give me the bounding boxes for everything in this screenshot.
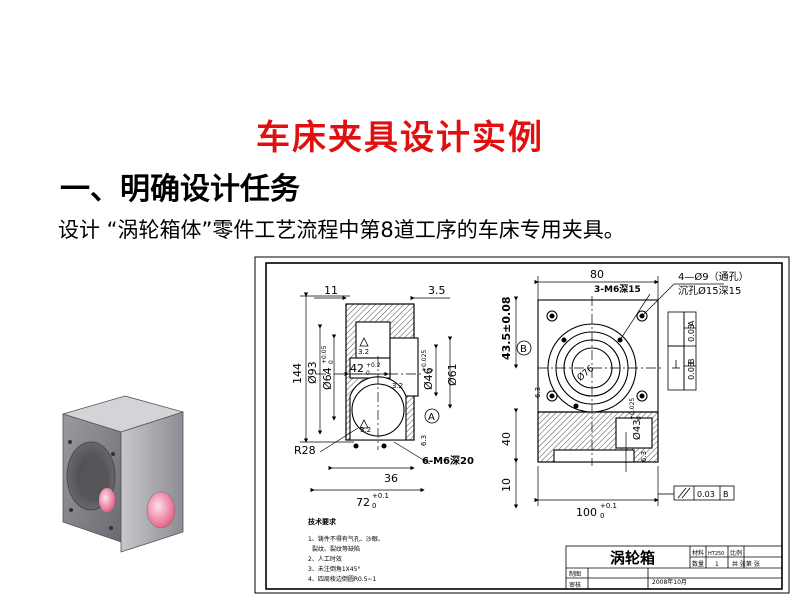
roughness-label: 6.3 xyxy=(640,451,648,462)
notes-line: 1、铸件不得有气孔、沙眼、 xyxy=(308,535,384,543)
housing-isometric-image xyxy=(61,395,185,553)
tol-value-b: 0.03 xyxy=(687,362,696,380)
iso-bolt-hole xyxy=(69,508,73,512)
scale-label: 比例 xyxy=(730,549,742,557)
dim-43-5: 43.5±0.08 xyxy=(500,297,513,361)
qty-value: 1 xyxy=(715,561,719,568)
iso-bolt-hole xyxy=(111,452,115,456)
title-block xyxy=(565,545,783,590)
dim-144: 144 xyxy=(291,363,304,384)
dim-phi43-tol-low: 0 xyxy=(636,416,643,420)
material-value: HT250 xyxy=(708,551,724,557)
task-description: 设计 “涡轮箱体”零件工艺流程中第8道工序的车床专用夹具。 xyxy=(58,218,625,242)
tol-datum-a: A xyxy=(687,320,696,326)
datum-a-marker xyxy=(424,408,440,424)
roughness-label: 3.2 xyxy=(358,348,369,356)
iso-pink-bore xyxy=(146,491,176,529)
dim-72-tol-low: 0 xyxy=(372,502,376,510)
dim-phi61: Ø61 xyxy=(446,363,459,386)
dim-100: 100 xyxy=(576,506,597,519)
datum-b-marker xyxy=(516,340,532,356)
notes-line: 2、人工时效 xyxy=(308,555,342,563)
hole-note: 4—Ø9（通孔） xyxy=(678,271,749,283)
slide-title: 车床夹具设计实例 xyxy=(256,118,544,158)
sheet-info: 共 张第 张 xyxy=(732,560,760,568)
notes-line: 3、未注倒角1X45° xyxy=(308,565,360,573)
dim-72-tol: +0.1 xyxy=(372,492,389,500)
dim-r28: R28 xyxy=(294,444,316,457)
dim-3-5: 3.5 xyxy=(428,284,446,297)
qty-label: 数量 xyxy=(692,560,704,568)
right-front-view xyxy=(537,296,664,466)
notes-line: 裂纹、裂纹等缺陷 xyxy=(312,545,360,553)
tol-bottom-datum: B xyxy=(723,490,729,499)
thread-note-bottom: 6-M6深20 xyxy=(422,454,474,467)
iso-side-face xyxy=(120,411,184,553)
counterbore-note: 沉孔Ø15深15 xyxy=(678,284,741,297)
dim-72: 72 xyxy=(356,496,370,509)
datum-a-label: A xyxy=(428,412,435,423)
iso-pink-bore-small xyxy=(99,488,115,512)
dim-42: 42 xyxy=(350,362,364,375)
checked-label: 审核 xyxy=(569,581,581,589)
dim-11: 11 xyxy=(324,284,338,297)
roughness-label: 3.2 xyxy=(360,426,371,434)
roughness-label: 3.2 xyxy=(392,382,403,390)
drawing-inner-border xyxy=(265,262,783,590)
datum-b-label: B xyxy=(520,344,527,355)
dim-100-tol: +0.1 xyxy=(600,502,617,510)
dim-40: 40 xyxy=(500,432,513,446)
roughness-label: 6.3 xyxy=(420,435,428,446)
dim-phi64-tol-low: 0 xyxy=(328,360,335,364)
dim-42-tol-low: 0 xyxy=(366,370,370,377)
dim-80: 80 xyxy=(590,268,604,281)
drawing-outer-border xyxy=(254,256,790,594)
roughness-label: 6.3 xyxy=(534,387,542,398)
section-heading: 一、明确设计任务 xyxy=(60,172,300,207)
dim-42-tol: +0.2 xyxy=(366,362,381,369)
dim-phi64-tol: +0.05 xyxy=(321,345,328,364)
dim-phi64: Ø64 xyxy=(321,367,334,390)
dim-phi43: Ø43 xyxy=(631,419,643,440)
drawing-date: 2008年10月 xyxy=(652,578,687,586)
part-engineering-drawing: 11 3.5 144 Ø93 Ø64 +0.05 0 42 +0.2 0 Ø46… xyxy=(254,256,790,594)
dim-36: 36 xyxy=(384,472,398,485)
tol-value-a: 0.03 xyxy=(687,324,696,342)
dim-phi46: Ø46 xyxy=(422,367,435,390)
dim-10: 10 xyxy=(500,478,513,492)
part-name: 涡轮箱 xyxy=(610,549,655,567)
dim-100-tol-low: 0 xyxy=(600,512,604,520)
dim-phi93: Ø93 xyxy=(306,361,319,384)
notes-heading: 技术要求 xyxy=(308,517,337,526)
material-label: 材料 xyxy=(692,549,704,557)
dim-phi46-tol: +0.025 xyxy=(421,350,428,372)
tol-datum-b: B xyxy=(687,359,696,365)
thread-note-top: 3-M6深15 xyxy=(594,283,641,295)
dim-phi46-tol-low: 0 xyxy=(428,368,435,372)
iso-bolt-hole xyxy=(109,526,113,530)
tol-bottom-value: 0.03 xyxy=(697,490,715,499)
dim-phi43-tol: +0.025 xyxy=(629,398,636,420)
notes-line: 4、四周棱边倒圆R0.5~1 xyxy=(308,575,377,583)
iso-bolt-hole xyxy=(68,440,72,444)
drawn-label: 制图 xyxy=(569,570,581,578)
